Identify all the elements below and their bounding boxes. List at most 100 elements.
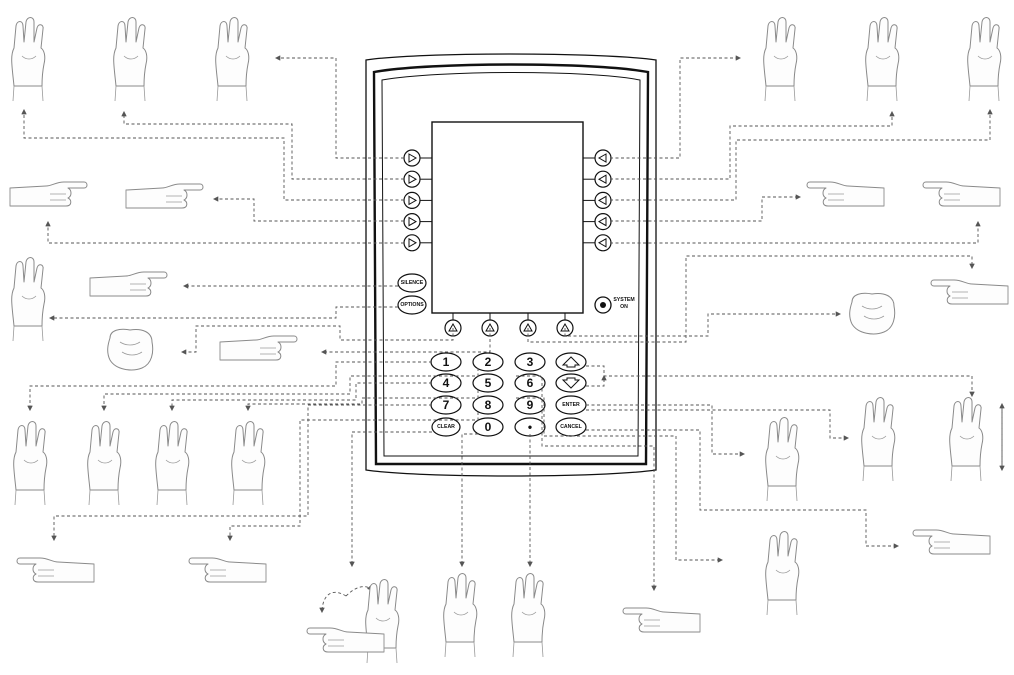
- silence-button[interactable]: SILENCE: [397, 273, 427, 293]
- down-arrow-button[interactable]: [555, 373, 587, 393]
- hand-sign-icon: [188, 557, 267, 583]
- infusion-device: SILENCE OPTIONS SYSTEM ON 1 2 3 4 5 6 7 8 9 0 • EN…: [365, 53, 657, 477]
- triangle-right-icon: [408, 237, 418, 248]
- hand-sign-icon: [215, 17, 250, 102]
- hand-sign-figures: [9, 17, 1009, 664]
- keypad-key[interactable]: 8: [472, 395, 504, 415]
- hand-sign-icon: [155, 421, 190, 506]
- keypad-key[interactable]: 3: [514, 352, 546, 372]
- keypad-key[interactable]: 7: [430, 395, 462, 415]
- hand-sign-icon: [231, 421, 266, 506]
- triangle-left-icon: [597, 153, 607, 163]
- numeric-keypad: 1 2 3 4 5 6 7 8 9 0 •: [430, 352, 546, 437]
- hand-sign-icon: [113, 17, 148, 102]
- softkey-right-2[interactable]: [583, 170, 612, 188]
- up-arrow-icon: [561, 356, 581, 368]
- hand-sign-icon: [13, 421, 48, 506]
- cancel-label: CANCEL: [560, 424, 582, 430]
- softkey-left-3[interactable]: [403, 191, 432, 209]
- hand-sign-icon: [219, 335, 298, 361]
- hand-sign-icon: [765, 417, 800, 502]
- keypad-key[interactable]: 0: [472, 417, 504, 437]
- device-inner-shell: [372, 63, 650, 466]
- hand-sign-icon: [87, 421, 122, 506]
- clear-button[interactable]: CLEAR: [431, 417, 461, 437]
- softkey-bottom-2[interactable]: [481, 313, 499, 337]
- keypad-key-label: 9: [527, 398, 534, 412]
- keypad-key-label: 0: [485, 420, 492, 434]
- hand-sign-icon: [765, 531, 800, 616]
- keypad-key-label: 2: [485, 355, 492, 369]
- enter-label: ENTER: [562, 402, 580, 408]
- keypad-key[interactable]: 5: [472, 373, 504, 393]
- hand-sign-icon: [107, 328, 154, 371]
- hand-sign-icon: [443, 573, 478, 658]
- triangle-left-icon: [597, 195, 607, 206]
- softkey-right-5[interactable]: [583, 234, 612, 252]
- keypad-key-label: 3: [527, 355, 534, 369]
- silence-label: SILENCE: [401, 280, 424, 286]
- hand-sign-icon: [9, 181, 88, 207]
- options-button[interactable]: OPTIONS: [397, 295, 427, 315]
- softkey-right-1[interactable]: [583, 149, 612, 167]
- hand-sign-icon: [949, 397, 984, 482]
- softkey-left-2[interactable]: [403, 170, 432, 188]
- hand-sign-icon: [849, 292, 896, 335]
- hand-sign-icon: [922, 181, 1001, 207]
- softkey-left-5[interactable]: [403, 234, 432, 252]
- softkey-left-4[interactable]: [403, 213, 432, 231]
- hand-sign-icon: [11, 17, 46, 102]
- triangle-left-icon: [597, 216, 607, 227]
- keypad-key-label: 1: [443, 355, 450, 369]
- triangle-right-icon: [408, 216, 418, 227]
- display-screen: [431, 121, 584, 314]
- device-inner-line: [381, 72, 641, 457]
- system-label: SYSTEM: [613, 297, 634, 303]
- softkey-right-3[interactable]: [583, 191, 612, 209]
- triangle-right-icon: [408, 174, 418, 185]
- clear-label: CLEAR: [437, 424, 455, 430]
- softkey-bottom-1[interactable]: [444, 313, 462, 337]
- hand-sign-icon: [861, 397, 896, 482]
- keypad-key[interactable]: •: [514, 417, 546, 437]
- softkey-bottom-3[interactable]: [519, 313, 537, 337]
- keypad-key[interactable]: 1: [430, 352, 462, 372]
- softkey-right-4[interactable]: [583, 213, 612, 231]
- keypad-key-label: 6: [527, 376, 534, 390]
- triangle-right-icon: [408, 153, 418, 163]
- down-arrow-icon: [561, 377, 581, 389]
- keypad-key-label: •: [528, 420, 532, 434]
- hand-sign-icon: [865, 17, 900, 102]
- up-arrow-button[interactable]: [555, 352, 587, 372]
- hand-sign-icon: [11, 257, 46, 342]
- triangle-right-icon: [408, 195, 418, 206]
- keypad-key-label: 5: [485, 376, 492, 390]
- softkey-left-1[interactable]: [403, 149, 432, 167]
- hand-sign-icon: [806, 181, 885, 207]
- hand-sign-icon: [16, 557, 95, 583]
- keypad-key[interactable]: 9: [514, 395, 546, 415]
- system-on-button[interactable]: SYSTEM ON: [594, 296, 635, 314]
- options-label: OPTIONS: [400, 302, 424, 308]
- hand-sign-icon: [89, 271, 168, 297]
- hand-sign-icon: [763, 17, 798, 102]
- triangle-left-icon: [597, 174, 607, 185]
- hand-sign-icon: [125, 183, 204, 209]
- cancel-button[interactable]: CANCEL: [555, 417, 587, 437]
- enter-button[interactable]: ENTER: [555, 395, 587, 415]
- keypad-key-label: 7: [443, 398, 450, 412]
- connector-lines: [21, 55, 1005, 614]
- keypad-key[interactable]: 2: [472, 352, 504, 372]
- keypad-key[interactable]: 4: [430, 373, 462, 393]
- hand-sign-icon: [912, 529, 991, 555]
- hand-sign-icon: [511, 573, 546, 658]
- hand-sign-icon: [622, 607, 701, 633]
- hand-sign-icon: [967, 17, 1002, 102]
- hand-sign-icon: [930, 279, 1009, 305]
- softkey-bottom-4[interactable]: [556, 313, 574, 337]
- on-label: ON: [620, 304, 628, 310]
- keypad-key-label: 4: [443, 376, 450, 390]
- triangle-left-icon: [597, 237, 607, 248]
- keypad-key[interactable]: 6: [514, 373, 546, 393]
